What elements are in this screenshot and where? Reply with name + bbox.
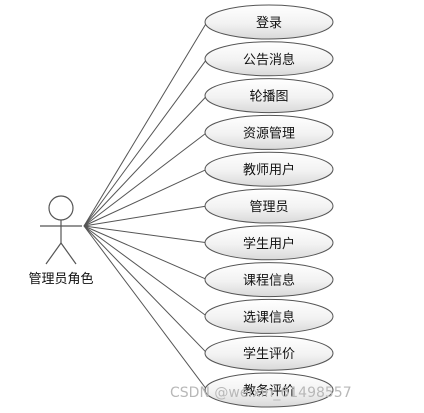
use-case-ellipse [204, 78, 334, 114]
actor-stick-figure [40, 195, 82, 265]
use-case-label: 管理员 [249, 200, 288, 215]
use-case-ellipse [204, 188, 334, 224]
use-case-item: 公告消息 [204, 41, 334, 77]
use-case-item: 登录 [204, 4, 334, 40]
use-case-label: 学生评价 [243, 346, 295, 362]
use-case-item: 学生用户 [204, 225, 334, 261]
use-case-ellipse [204, 262, 334, 298]
use-case-ellipse [204, 151, 334, 187]
use-case-label: 资源管理 [243, 126, 295, 141]
use-case-item: 管理员 [204, 188, 334, 224]
association-line [83, 205, 208, 227]
use-case-label: 学生用户 [243, 236, 295, 252]
use-case-ellipse [204, 298, 334, 334]
use-case-ellipse [204, 372, 334, 408]
association-line [83, 225, 208, 281]
use-case-ellipse [204, 4, 334, 40]
use-case-label: 教师用户 [243, 162, 295, 178]
use-case-item: 教务评价 [204, 372, 334, 408]
use-case-item: 教师用户 [204, 151, 334, 187]
association-line [83, 168, 208, 227]
use-case-label: 公告消息 [243, 52, 295, 68]
use-case-item: 学生评价 [204, 335, 334, 371]
use-case-label: 登录 [256, 16, 282, 31]
association-line [83, 225, 208, 317]
use-case-item: 轮播图 [204, 78, 334, 114]
watermark: CSDN @weixin_61498557 [170, 385, 352, 401]
actor-head [48, 195, 74, 221]
use-case-ellipse [204, 225, 334, 261]
association-line [83, 21, 208, 227]
association-line [83, 132, 208, 227]
use-case-label: 轮播图 [249, 90, 288, 105]
use-case-label: 选课信息 [243, 309, 295, 325]
use-case-ellipse [204, 41, 334, 77]
use-case-label: 教务评价 [243, 383, 295, 399]
use-case-item: 资源管理 [204, 114, 334, 150]
association-line [83, 58, 208, 227]
use-case-item: 选课信息 [204, 298, 334, 334]
actor-left-leg [45, 242, 62, 265]
association-line [83, 225, 208, 244]
association-line [83, 95, 208, 227]
use-case-ellipse [204, 114, 334, 150]
association-line [83, 225, 208, 354]
use-case-item: 课程信息 [204, 262, 334, 298]
association-line [83, 225, 208, 391]
association-lines [83, 21, 208, 391]
actor-label: 管理员角色 [28, 272, 94, 287]
actor-right-leg [60, 242, 77, 265]
use-case-ellipse [204, 335, 334, 371]
use-case-label: 课程信息 [243, 273, 295, 289]
